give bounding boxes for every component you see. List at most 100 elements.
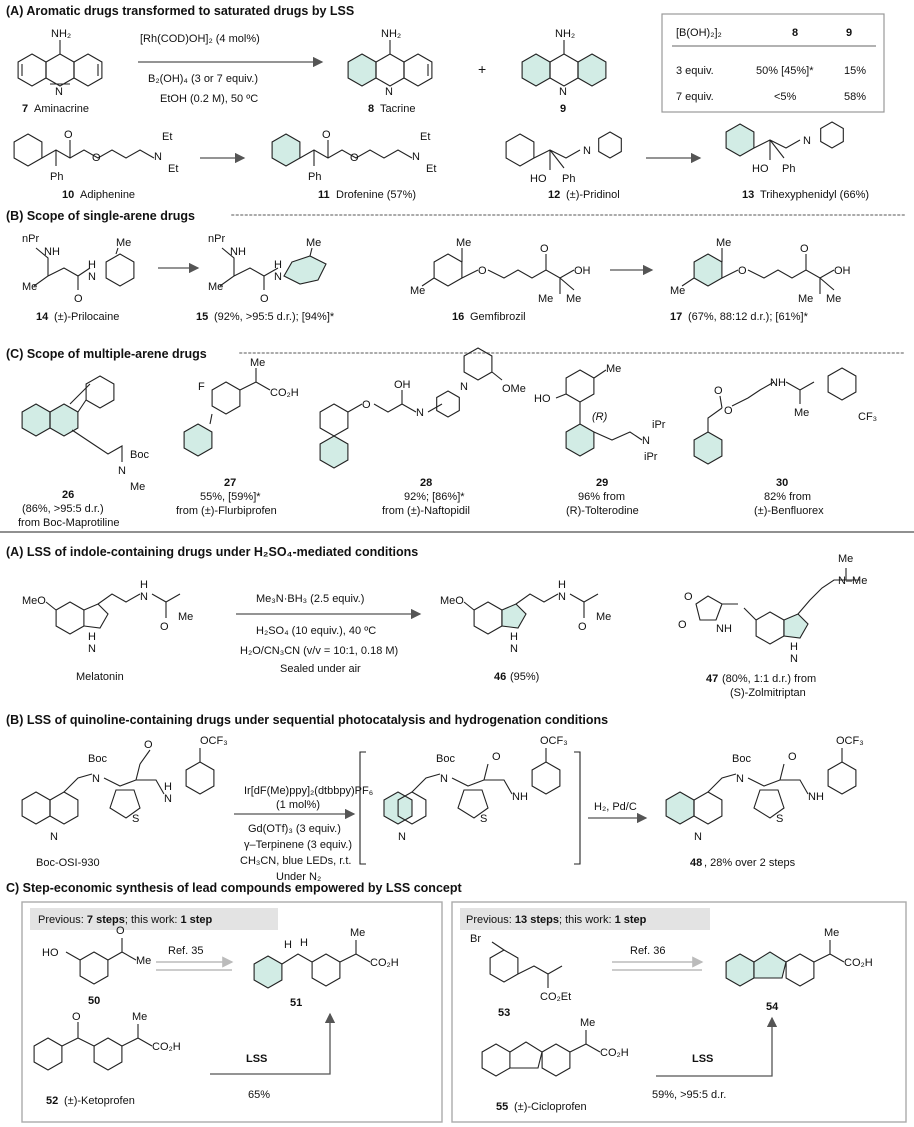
atom-label: CO₂H	[600, 1047, 629, 1059]
structure-51	[253, 940, 371, 989]
atom-label: O	[738, 265, 747, 277]
compound-name: Melatonin	[76, 671, 124, 683]
atom-label: S	[480, 813, 487, 825]
atom-label: OH	[834, 265, 851, 277]
atom-label: H	[274, 259, 282, 271]
atom-label: Boc	[130, 449, 149, 461]
reagent: Ir[dF(Me)ppy]₂(dtbbpy)PF₆	[244, 785, 373, 797]
atom-label: HO	[534, 393, 551, 405]
compound-name: (92%, >95:5 d.r.); [94%]*	[214, 311, 335, 323]
structure-46	[463, 593, 599, 635]
compound-detail: (R)-Tolterodine	[566, 505, 639, 517]
section-title-1a: (A) Aromatic drugs transformed to satura…	[6, 4, 354, 18]
compound-number: 29	[596, 477, 608, 489]
compound-detail: (S)-Zolmitriptan	[730, 687, 806, 699]
reagent: Me₃N·BH₃ (2.5 equiv.)	[256, 593, 364, 605]
compound-detail: (±)-Benfluorex	[754, 505, 824, 517]
atom-label: Me	[716, 237, 731, 249]
atom-label: OCF₃	[200, 735, 228, 747]
structure-28	[319, 347, 503, 469]
atom-label: H	[284, 939, 292, 951]
atom-label: H	[558, 579, 566, 591]
structure-melatonin	[45, 593, 181, 635]
atom-label: Me	[178, 611, 193, 623]
atom-label: O	[478, 265, 487, 277]
compound-detail: from Boc-Maprotiline	[18, 517, 119, 529]
compound-name: Adiphenine	[80, 189, 135, 201]
atom-label: H	[790, 641, 798, 653]
structure-10-adiphenine	[13, 133, 155, 167]
structure-55-cicloprofen	[481, 1030, 601, 1077]
structure-16-gemfibrozil	[421, 248, 575, 294]
atom-label: N	[55, 86, 63, 98]
atom-label: N	[88, 271, 96, 283]
atom-label: H	[88, 259, 96, 271]
atom-label: Me	[826, 293, 841, 305]
compound-detail: (86%, >95:5 d.r.)	[22, 503, 104, 515]
table-header: 8	[792, 27, 798, 39]
compound-name: Aminacrine	[34, 103, 89, 115]
atom-label: iPr	[652, 419, 666, 431]
atom-label: Et	[162, 131, 172, 143]
atom-label: H	[510, 631, 518, 643]
atom-label: Me	[606, 363, 621, 375]
atom-label: Me	[794, 407, 809, 419]
atom-label: CO₂Et	[540, 991, 571, 1003]
compound-number: 54	[766, 1001, 779, 1013]
compound-number: 9	[560, 103, 566, 115]
structure-intermediate	[383, 748, 561, 825]
atom-label: N	[164, 793, 172, 805]
atom-label: CF₃	[858, 411, 877, 423]
section-title-1c: (C) Scope of multiple-arene drugs	[6, 347, 207, 361]
compound-number: 47	[706, 673, 718, 685]
table-cell: 58%	[844, 91, 866, 103]
compound-number: 26	[62, 489, 74, 501]
table-cell: 15%	[844, 65, 866, 77]
compound-number: 55	[496, 1101, 508, 1113]
atom-label: N	[440, 773, 448, 785]
section-title-2a: (A) LSS of indole-containing drugs under…	[6, 545, 418, 559]
structure-30	[693, 367, 857, 465]
atom-label: O	[322, 129, 331, 141]
compound-number: 7	[22, 103, 28, 115]
atom-label: N	[510, 643, 518, 655]
yield-table: [B(OH)₂]₂ 8 9 3 equiv. 50% [45%]* 15% 7 …	[661, 13, 885, 113]
compound-number: 28	[420, 477, 432, 489]
atom-label: OH	[574, 265, 591, 277]
compound-name: Gemfibrozil	[470, 311, 526, 323]
compound-name: (±)-Pridinol	[566, 189, 620, 201]
atom-label: N	[154, 151, 162, 163]
atom-label: NH	[770, 377, 786, 389]
atom-label: CO₂H	[370, 957, 399, 969]
atom-label: H	[140, 579, 148, 591]
atom-label: Me	[596, 611, 611, 623]
atom-label: Ph	[50, 171, 63, 183]
compound-number: 52	[46, 1095, 58, 1107]
atom-label: O	[74, 293, 83, 305]
atom-label: N	[559, 86, 567, 98]
compound-number: 16	[452, 311, 464, 323]
atom-label: Me	[798, 293, 813, 305]
atom-label: Me	[250, 357, 265, 369]
atom-label: O	[350, 152, 359, 164]
structure-50	[65, 938, 137, 985]
lss-label: LSS	[246, 1053, 267, 1065]
lss-label: LSS	[692, 1053, 713, 1065]
atom-label: O	[144, 739, 153, 751]
atom-label: N	[583, 145, 591, 157]
compound-detail: 82% from	[764, 491, 811, 503]
compound-number: 15	[196, 311, 208, 323]
compound-number: 11	[318, 189, 330, 201]
atom-label: OCF₃	[836, 735, 864, 747]
structure-14-prilocaine	[33, 247, 135, 290]
box-2-banner	[460, 908, 710, 930]
compound-number: 48	[690, 857, 702, 869]
atom-label: Me	[116, 237, 131, 249]
compound-name: (±)-Cicloprofen	[514, 1101, 587, 1113]
compound-number: 13	[742, 189, 754, 201]
atom-label: Me	[566, 293, 581, 305]
atom-label: OH	[394, 379, 411, 391]
atom-label: Boc	[88, 753, 107, 765]
atom-label: H	[164, 781, 172, 793]
atom-label: H	[88, 631, 96, 643]
